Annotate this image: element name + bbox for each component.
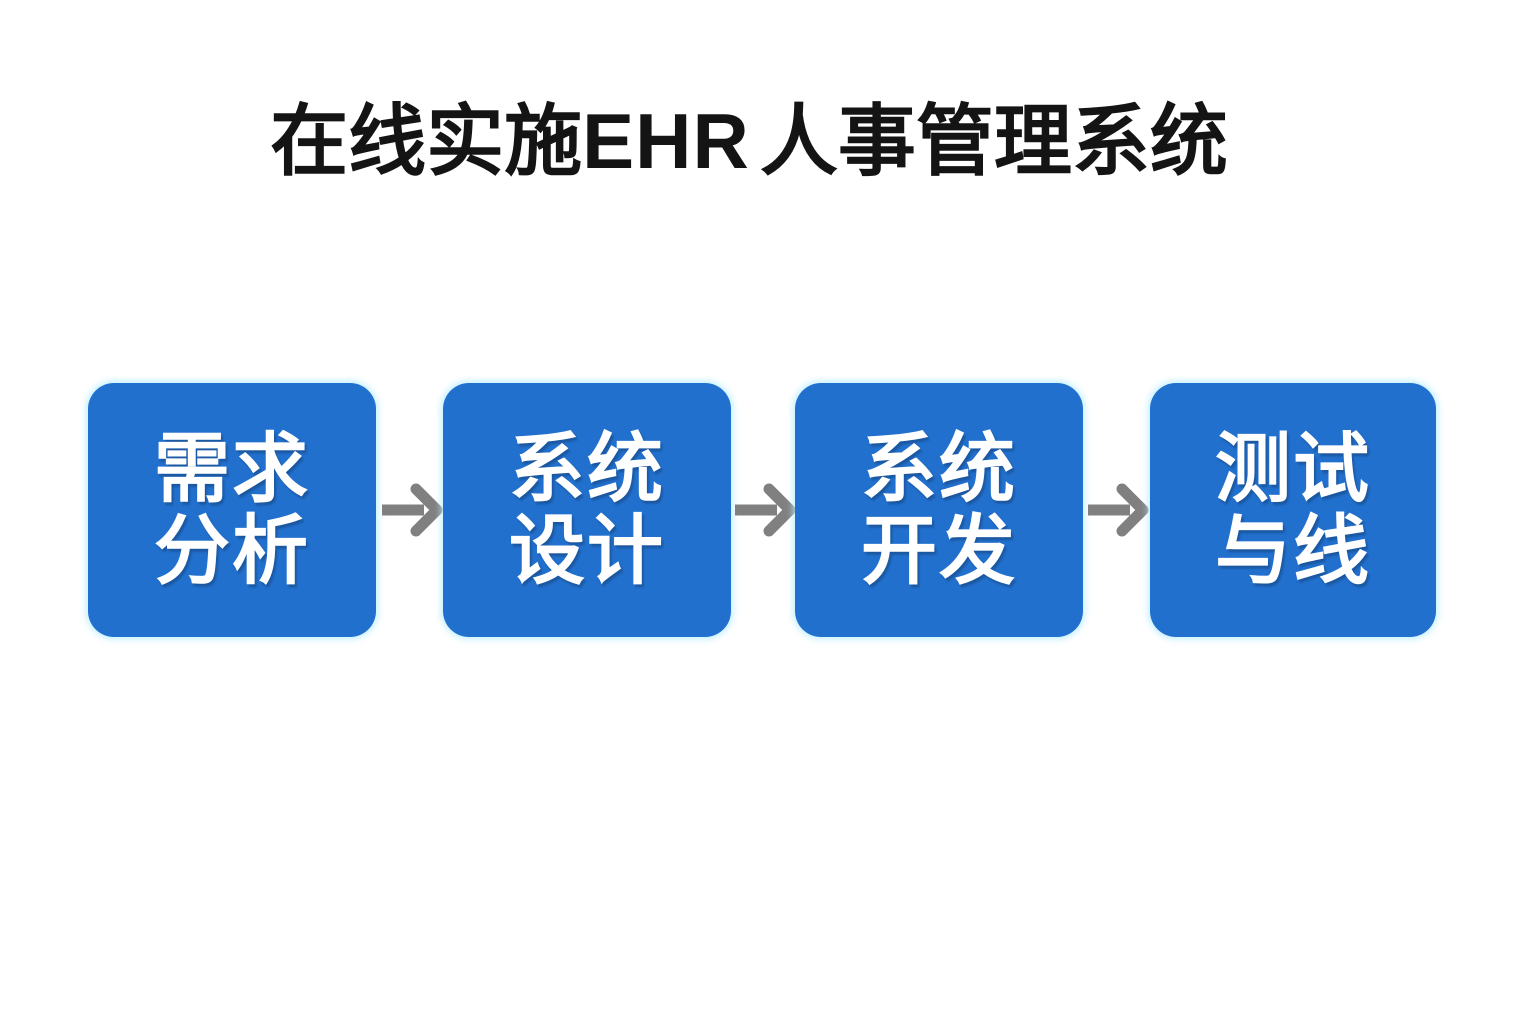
title-part-latin: EHR (582, 97, 750, 185)
process-step-2-line1: 系统 (509, 424, 665, 513)
process-step-4[interactable]: 测试 与线 (1150, 383, 1436, 637)
process-step-4-line2: 与线 (1215, 506, 1371, 595)
process-step-1-line1: 需求 (154, 424, 310, 513)
arrow-right-icon-2 (735, 483, 797, 537)
arrow-right-icon-1 (382, 483, 444, 537)
process-step-3-line2: 开发 (861, 506, 1017, 595)
title-part-lead: 在线实施 (270, 97, 583, 187)
process-flow-diagram: 需求 分析 系统 设计 系统 开发 (88, 383, 1436, 637)
process-step-1-line2: 分析 (154, 506, 310, 595)
process-step-1[interactable]: 需求 分析 (88, 383, 376, 637)
process-step-4-line1: 测试 (1215, 424, 1371, 513)
process-step-2-line2: 设计 (509, 506, 665, 595)
title-part-tail: 人事管理系统 (759, 97, 1228, 187)
process-step-3-line1: 系统 (861, 424, 1017, 513)
process-step-3[interactable]: 系统 开发 (795, 383, 1083, 637)
process-step-2[interactable]: 系统 设计 (443, 383, 731, 637)
arrow-right-icon-3 (1088, 483, 1150, 537)
